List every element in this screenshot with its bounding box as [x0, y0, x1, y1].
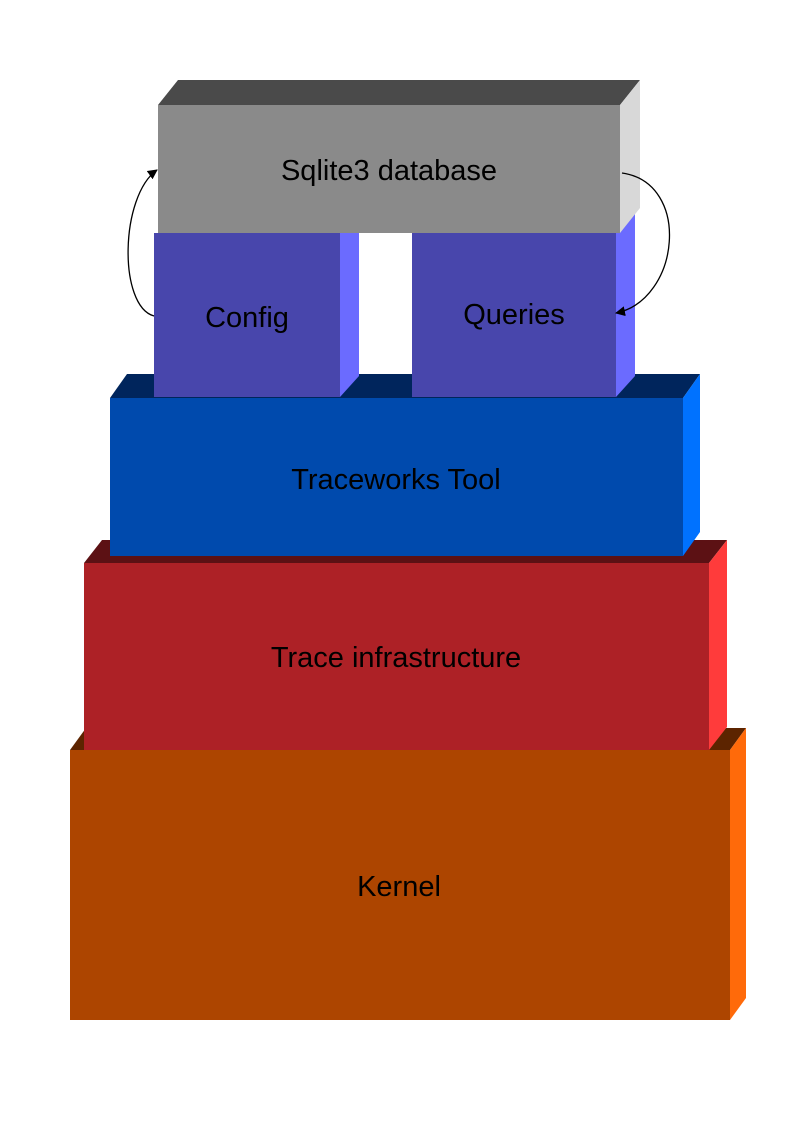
- sqlite3-database-block-side: [620, 80, 640, 233]
- database-to-queries-arrow: [615, 172, 670, 317]
- kernel-block-side: [730, 728, 746, 1020]
- kernel-block: Kernel: [70, 728, 746, 1020]
- queries-block: Queries: [412, 212, 635, 397]
- queries-label: Queries: [463, 299, 565, 331]
- traceworks-tool-block-front: [110, 398, 683, 556]
- sqlite3-database-block-top: [158, 80, 640, 105]
- config-block-side: [340, 212, 359, 397]
- config-to-database-arrow: [127, 169, 158, 317]
- traceworks-tool-block: Traceworks Tool: [110, 374, 700, 556]
- traceworks-tool-block-side: [683, 374, 700, 556]
- queries-block-side: [616, 212, 635, 397]
- sqlite3-database-label: Sqlite3 database: [281, 155, 497, 187]
- sqlite3-database-block: Sqlite3 database: [158, 80, 640, 233]
- trace-infrastructure-label: Trace infrastructure: [271, 642, 521, 674]
- config-label: Config: [205, 302, 289, 334]
- traceworks-tool-label: Traceworks Tool: [291, 464, 501, 496]
- trace-infrastructure-block-front: [84, 563, 709, 750]
- config-block: Config: [154, 212, 359, 397]
- trace-infrastructure-block: Trace infrastructure: [84, 540, 727, 750]
- queries-block-front: [412, 233, 616, 397]
- trace-infrastructure-block-side: [709, 540, 727, 750]
- kernel-label: Kernel: [357, 871, 441, 903]
- config-block-front: [154, 233, 340, 397]
- sqlite3-database-block-front: [158, 105, 620, 233]
- kernel-block-front: [70, 750, 730, 1020]
